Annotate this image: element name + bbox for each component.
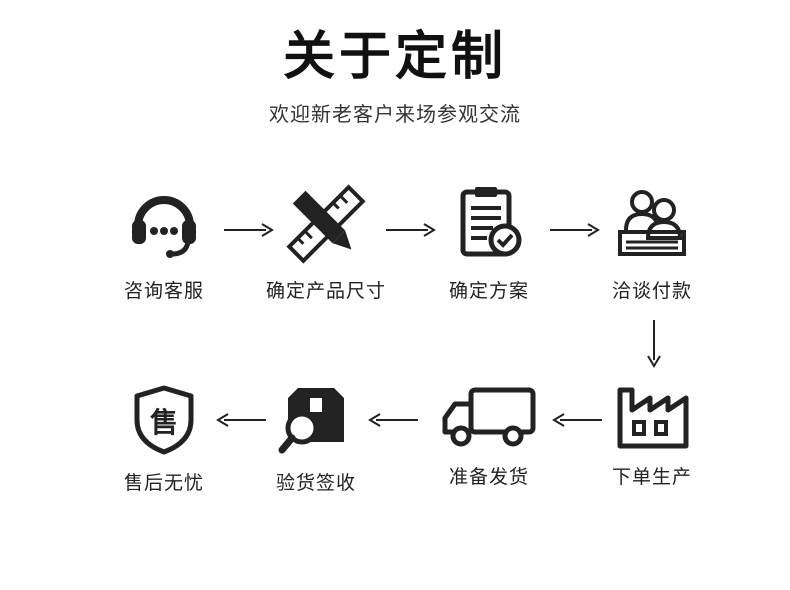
arrow-left-icon [216,413,266,427]
shield-shou-icon: 售 [134,385,194,455]
step-label: 咨询客服 [123,280,204,302]
arrow-right-icon [386,223,436,237]
step-negotiate-payment: 洽谈付款 [582,184,722,303]
step-label: 确定方案 [448,280,529,302]
step-consult-service: 咨询客服 [94,184,234,303]
step-label: 确定产品尺寸 [265,280,386,302]
headset-icon [132,196,196,258]
step-label: 验货签收 [275,472,356,494]
arrow-right-icon [224,223,274,237]
arrow-down-icon [647,320,661,368]
arrow-right-icon [550,223,600,237]
box-inspect-icon [278,388,344,454]
page-subtitle: 欢迎新老客户来场参观交流 [269,102,521,126]
step-order-production: 下单生产 [582,380,722,489]
factory-icon [617,387,689,449]
pencil-ruler-icon [286,184,366,264]
truck-icon [442,387,536,447]
people-meeting-icon [618,190,686,256]
page-title: 关于定制 [282,27,507,87]
step-prepare-shipping: 准备发货 [419,384,559,489]
step-label: 售后无忧 [123,472,204,494]
arrow-left-icon [368,413,418,427]
step-confirm-size: 确定产品尺寸 [256,184,396,303]
clipboard-check-icon [460,187,522,257]
step-inspect-receive: 验货签收 [246,384,386,495]
step-label: 下单生产 [611,466,692,488]
step-confirm-plan: 确定方案 [419,184,559,303]
arrow-left-icon [552,413,602,427]
step-after-sales: 售 售后无忧 [94,384,234,495]
step-label: 洽谈付款 [611,280,692,302]
step-label: 准备发货 [448,466,529,488]
shield-glyph: 售 [150,406,178,439]
